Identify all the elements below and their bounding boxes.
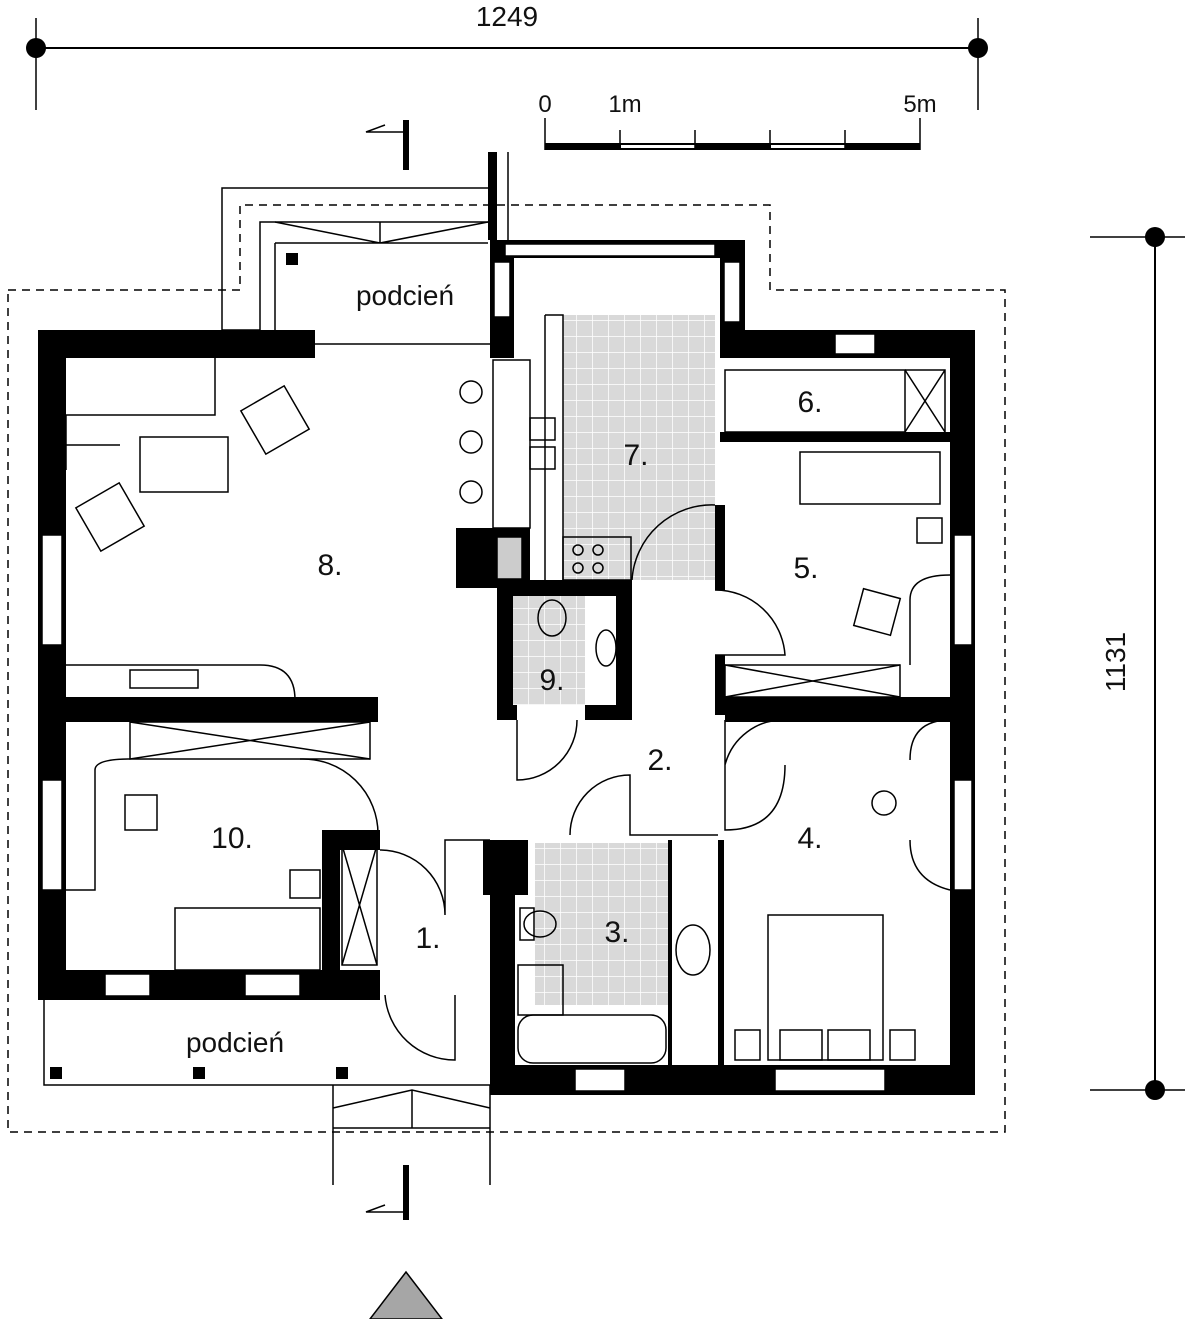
porch-bottom-label: podcień: [186, 1027, 284, 1058]
width-label: 1249: [476, 1, 538, 32]
scale-bar: 0 1m 5m: [538, 91, 937, 150]
porch-top: podcień: [221, 152, 509, 331]
scale-0: 0: [538, 91, 551, 118]
scale-1m: 1m: [608, 91, 641, 118]
kitchen-tiles: [563, 315, 715, 580]
walls: [38, 240, 975, 1095]
scale-5m: 5m: [903, 91, 936, 118]
wc-tiles: [513, 595, 585, 705]
room-labels: 1. 2. 3. 4. 5. 6. 7. 8. 9. 10.: [211, 386, 822, 955]
roof-outline: [7, 204, 1006, 1133]
room-3-label: 3.: [604, 916, 629, 949]
bathroom-tiles: [535, 843, 670, 1005]
height-dimension: 1131: [1090, 227, 1185, 1100]
porch-bottom: podcień: [43, 1000, 491, 1185]
furniture: [65, 314, 951, 1064]
room-8-label: 8.: [317, 549, 342, 582]
room-1-label: 1.: [415, 922, 440, 955]
room-10-label: 10.: [211, 822, 253, 855]
room-2-label: 2.: [647, 744, 672, 777]
width-dimension: 1249: [26, 1, 988, 110]
room-7-label: 7.: [623, 439, 648, 472]
room-5-label: 5.: [793, 552, 818, 585]
north-arrow-icon: [369, 1270, 443, 1319]
room-9-label: 9.: [539, 664, 564, 697]
section-marker-bottom: [365, 1165, 409, 1220]
room-6-label: 6.: [797, 386, 822, 419]
height-label: 1131: [1100, 632, 1131, 692]
room-4-label: 4.: [797, 822, 822, 855]
porch-top-label: podcień: [356, 280, 454, 311]
windows: [41, 243, 973, 1092]
section-marker-top: [365, 120, 409, 170]
